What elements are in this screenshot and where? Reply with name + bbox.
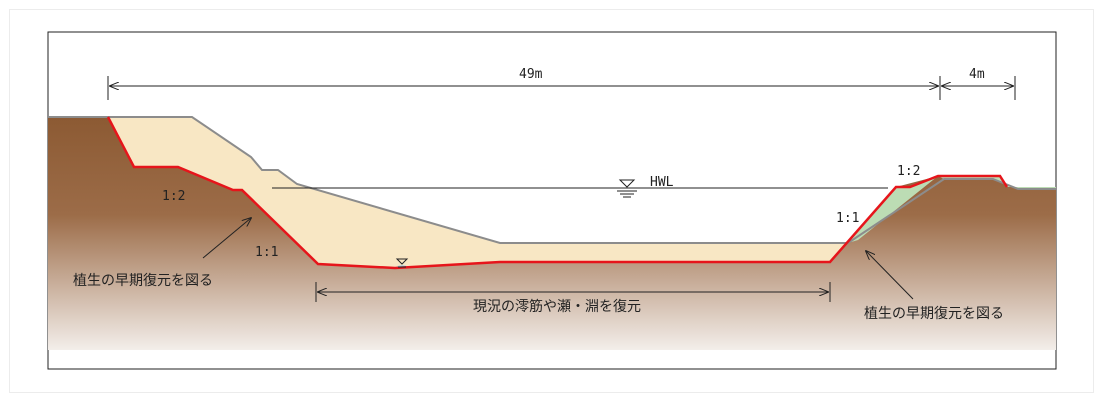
slope-label-left-lower: 1:1 xyxy=(255,245,278,260)
slope-label-right-lower: 1:1 xyxy=(836,211,859,226)
channel-restoration-label: 現況の澪筋や瀬・淵を復元 xyxy=(473,298,641,315)
dimension-label-49m: 49m xyxy=(519,67,543,82)
right-vegetation-patch xyxy=(848,176,938,243)
right-crest-vegetation xyxy=(938,176,1056,189)
page-border xyxy=(9,9,1094,393)
dimension-label-4m: 4m xyxy=(969,67,985,82)
restoration-line-left xyxy=(106,116,1009,270)
hwl-label: HWL xyxy=(650,175,674,190)
low-water-symbol-icon xyxy=(395,258,409,268)
original-ground-line xyxy=(48,116,1056,244)
slope-label-right-upper: 1:2 xyxy=(897,164,920,179)
hwl-symbol-icon xyxy=(617,179,637,198)
left-leader-line xyxy=(202,218,251,259)
right-leader-line xyxy=(866,251,914,300)
right-vegetation-label: 植生の早期復元を図る xyxy=(864,305,1004,322)
left-vegetation-label: 植生の早期復元を図る xyxy=(73,272,213,289)
slope-label-left-upper: 1:2 xyxy=(162,189,185,204)
fill-area xyxy=(108,117,848,268)
